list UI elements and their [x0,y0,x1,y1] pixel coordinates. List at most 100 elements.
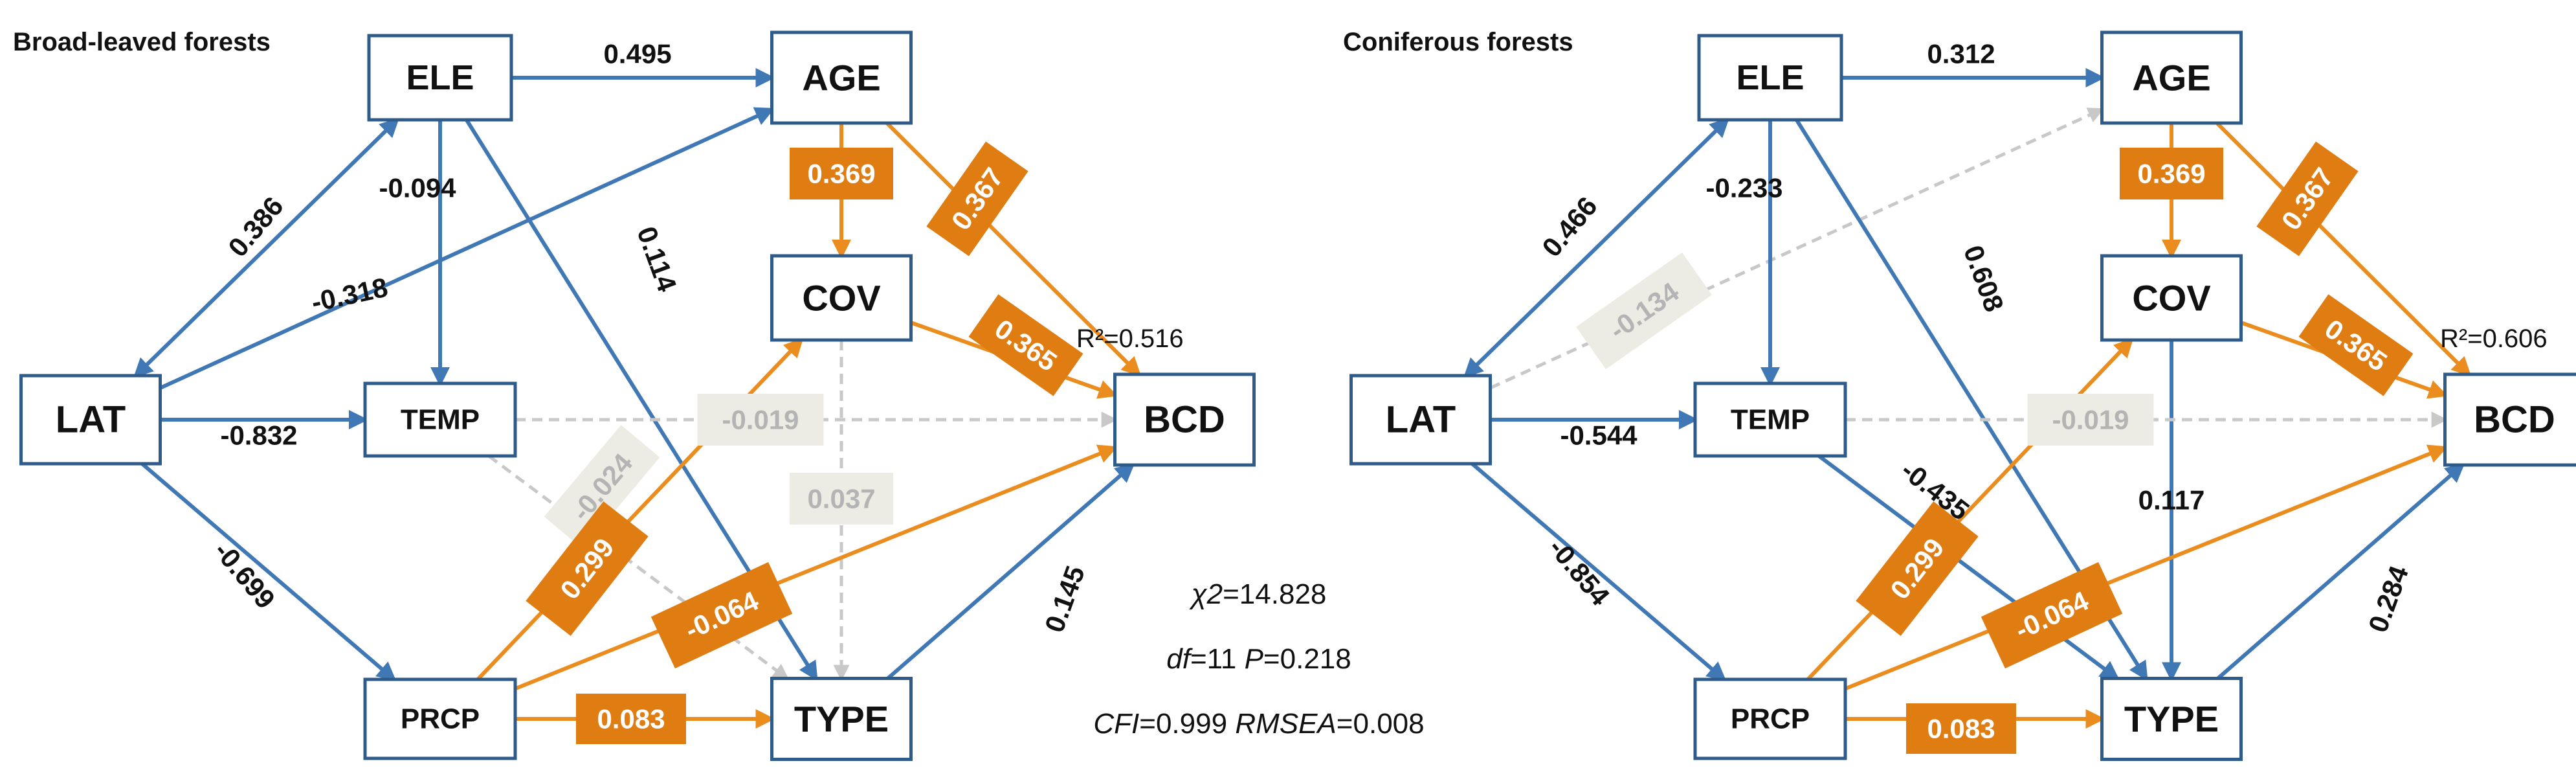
node-label: ELE [1736,58,1804,97]
coef-label-cov-bcd: 0.365 [968,294,1083,396]
coef-label-prcp-bcd: -0.064 [650,562,793,669]
coef-label-prcp-type: 0.083 [576,694,686,744]
coef-label-lat-ele: 0.386 [222,191,289,263]
node-ele: ELE [367,34,513,122]
node-label: COV [2132,278,2210,319]
coef-value: 0.145 [1039,562,1091,637]
coef-value: 0.386 [222,191,289,263]
node-cov: COV [770,254,913,342]
coef-label-ele-age: 0.312 [1927,39,1995,69]
path-temp-to-type [1817,454,2120,681]
node-box [2100,30,2243,125]
coef-label-box [926,141,1028,256]
coef-label-lat-prcp: -0.854 [1543,532,1616,611]
node-label: ELE [406,58,474,97]
node-label: COV [802,278,880,319]
coef-label-type-bcd: 0.145 [1039,562,1091,637]
node-box [770,254,913,342]
coef-label-box [1576,252,1712,370]
coef-label-ele-age: 0.495 [603,39,671,69]
coef-label-box [2027,394,2154,446]
coef-label-age-cov: 0.369 [790,148,893,199]
node-type: TYPE [770,677,913,761]
path-age-to-bcd [2215,121,2472,377]
edge-label-layer: 0.386-0.318-0.832-0.6990.495-0.0940.1140… [208,39,1091,744]
node-box [19,374,162,466]
node-box [1349,374,1492,466]
coef-value: -0.832 [220,420,297,451]
coef-label-age-bcd: 0.367 [2256,141,2359,256]
node-box [1113,372,1256,467]
coef-label-box [526,501,649,636]
coef-value: -0.544 [1560,420,1638,451]
node-box [363,381,517,458]
node-layer: LAT ELE TEMP PRCP AGE COV TYPE BCD [19,30,1256,761]
coef-value: 0.369 [807,159,875,189]
node-box [363,677,517,760]
coef-value: -0.318 [309,272,390,318]
panel-broad-leaved: 0.386-0.318-0.832-0.6990.495-0.0940.1140… [13,28,1256,761]
coef-label-box [576,694,686,744]
coef-value: -0.019 [2052,405,2129,435]
node-age: AGE [770,30,913,125]
coef-label-temp-bcd: -0.019 [697,394,824,446]
coef-label-box [2256,141,2359,256]
coef-label-box [790,473,893,525]
coef-value: 0.312 [1927,39,1995,69]
model-fit-statistics: χ2=14.828 df=11 P=0.218 CFI=0.999 RMSEA=… [1093,578,1424,740]
coef-label-box [790,148,893,199]
coef-label-box [650,562,793,669]
edge-label-layer: 0.466-0.134-0.544-0.8540.312-0.2330.6080… [1536,39,2414,754]
panel-coniferous: 0.466-0.134-0.544-0.8540.312-0.2330.6080… [1343,28,2576,761]
fit-chi2: χ2=14.828 [1189,578,1327,610]
node-box [2100,254,2243,342]
node-label: PRCP [401,703,480,735]
path-lat-to-ele [1463,117,1730,378]
coef-label-box [1856,501,1979,636]
coef-value: 0.117 [2138,485,2205,516]
node-bcd: BCD [2443,372,2576,467]
node-label: LAT [56,399,126,441]
coef-label-cov-type: 0.037 [790,473,893,525]
path-type-to-bcd [886,462,1135,680]
node-label: TEMP [401,404,480,436]
path-type-to-bcd [2216,462,2465,680]
node-box [2443,372,2576,467]
node-temp: TEMP [1693,381,1847,458]
path-lat-to-prcp [140,462,397,682]
node-type: TYPE [2100,677,2243,761]
path-age-to-bcd [885,121,1142,377]
coef-label-box [968,294,1083,396]
coef-value: -0.019 [722,405,799,435]
coef-label-box [1981,562,2123,669]
r2-label: R²=0.606 [2440,324,2548,353]
coef-label-box [1906,703,2016,754]
node-age: AGE [2100,30,2243,125]
coef-value: 0.608 [1958,242,2010,316]
fit-cfi-rmsea: CFI=0.999 RMSEA=0.008 [1093,708,1424,740]
coef-value: 0.495 [603,39,671,69]
coef-label-box [544,425,660,549]
node-prcp: PRCP [363,677,517,760]
coef-label-box [2120,148,2223,199]
node-label: AGE [802,58,880,98]
path-prcp-to-bcd [514,444,1118,691]
r2-label: R²=0.516 [1076,324,1184,353]
path-lat-to-age [159,107,775,390]
coef-label-ele-type: 0.608 [1958,242,2010,316]
coef-label-ele-temp: -0.233 [1705,173,1782,203]
node-prcp: PRCP [1693,677,1847,760]
coef-label-box [2298,294,2414,396]
coef-value: -0.233 [1705,173,1782,203]
coef-label-lat-temp: -0.832 [220,420,297,451]
node-label: AGE [2132,58,2210,98]
coef-label-box [697,394,824,446]
node-box [1697,34,1843,122]
coef-value: 0.284 [2362,562,2414,636]
path-lat-to-ele [133,117,400,378]
node-lat: LAT [19,374,162,466]
node-label: BCD [1144,399,1225,441]
node-ele: ELE [1697,34,1843,122]
coef-label-lat-temp: -0.544 [1560,420,1638,451]
